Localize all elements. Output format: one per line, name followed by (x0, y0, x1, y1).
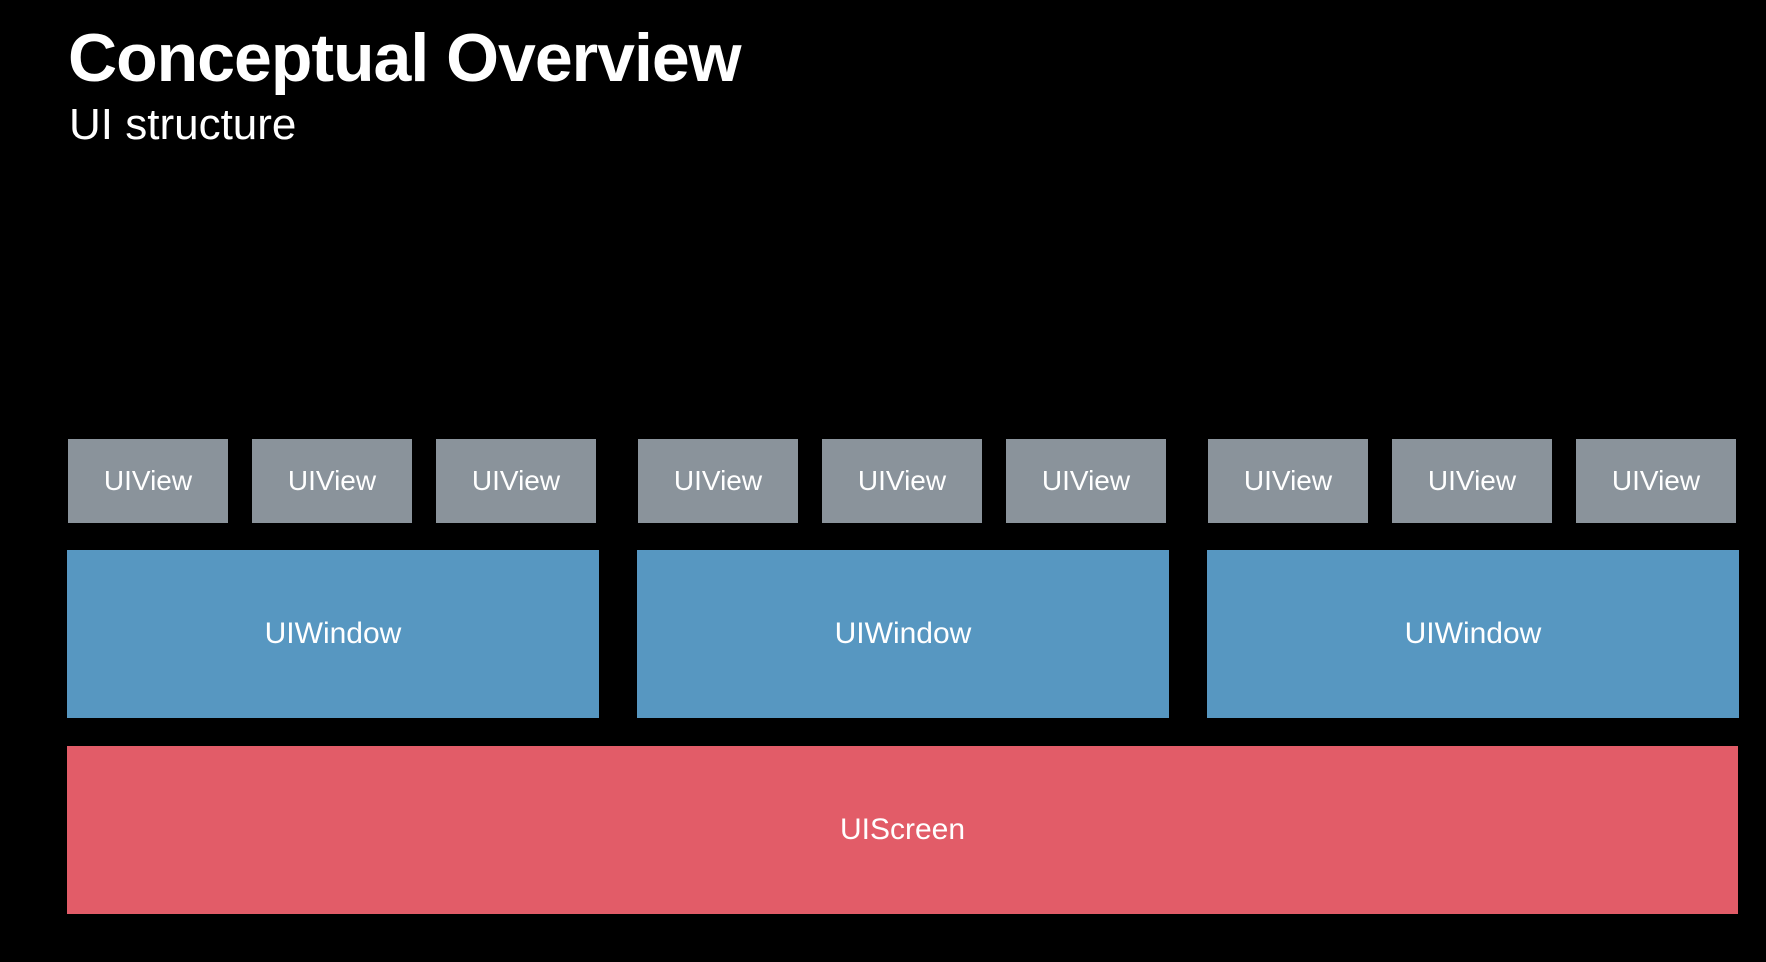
uiscreen-box: UIScreen (67, 746, 1738, 914)
uiview-box: UIView (1392, 439, 1552, 523)
uiview-box: UIView (252, 439, 412, 523)
uiview-box: UIView (1006, 439, 1166, 523)
uiview-box: UIView (1208, 439, 1368, 523)
uiview-box: UIView (638, 439, 798, 523)
uiview-box: UIView (1576, 439, 1736, 523)
slide-title: Conceptual Overview (68, 20, 742, 96)
uiview-box: UIView (436, 439, 596, 523)
uiwindow-box: UIWindow (637, 550, 1169, 718)
uiwindow-box: UIWindow (1207, 550, 1739, 718)
uiview-box: UIView (822, 439, 982, 523)
uiwindow-box: UIWindow (67, 550, 599, 718)
slide-subtitle: UI structure (69, 100, 297, 149)
uiview-box: UIView (68, 439, 228, 523)
